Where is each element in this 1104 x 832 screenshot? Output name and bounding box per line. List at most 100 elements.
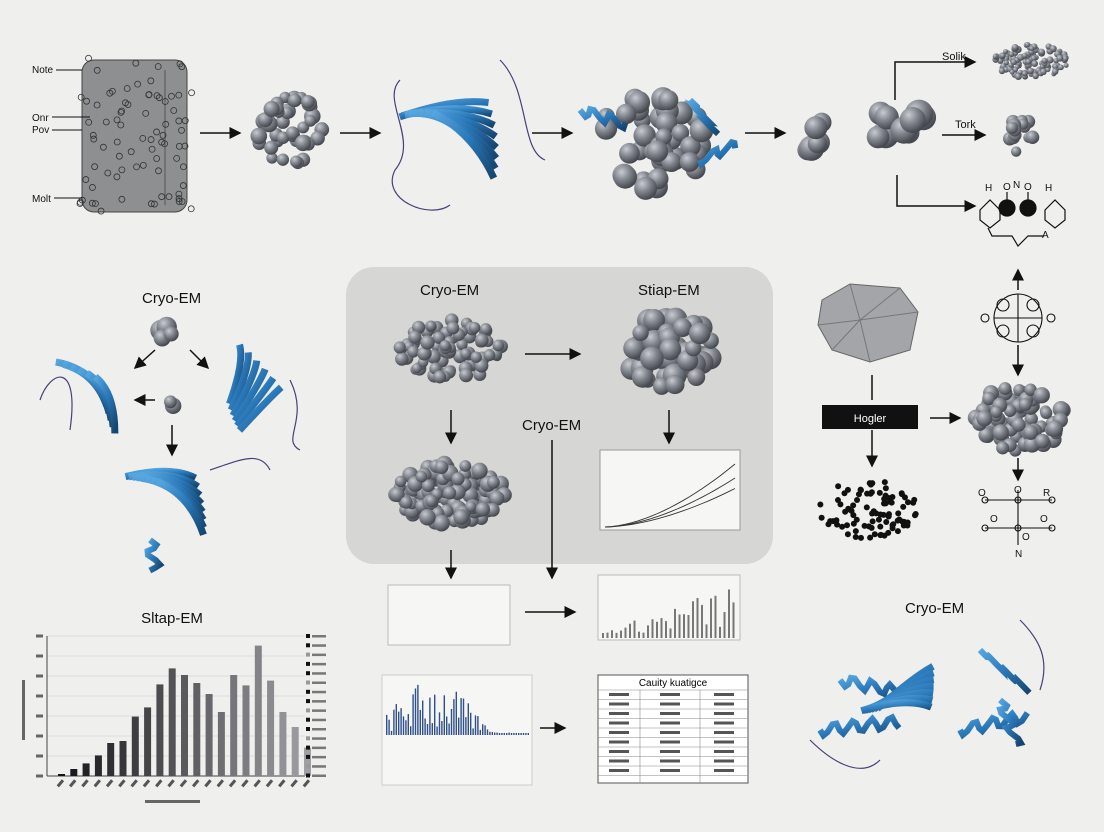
dot: [835, 483, 842, 490]
vesicle: [159, 131, 167, 139]
dot: [850, 502, 857, 509]
legend-label: [312, 728, 326, 731]
table-cell: [714, 712, 734, 715]
dot: [894, 517, 901, 524]
sphere: [301, 94, 315, 109]
inset-bar: [470, 712, 472, 735]
vesicle: [148, 145, 156, 153]
vesicle: [93, 101, 101, 109]
right-bottom-title: Cryo-EM: [905, 600, 964, 617]
bottom-right-structure: [981, 490, 1056, 545]
table-cell: [714, 693, 734, 696]
inset-bar: [417, 684, 419, 735]
sphere: [1063, 62, 1069, 68]
vesicle: [165, 193, 173, 201]
sphere: [468, 321, 481, 334]
sphere: [451, 472, 465, 486]
inset-bar: [429, 697, 431, 735]
label-note: Note: [32, 65, 54, 76]
x-tick-label: [155, 779, 163, 788]
vesicle: [83, 97, 90, 105]
x-tick-label: [68, 779, 77, 788]
sphere: [1045, 67, 1051, 73]
inset-bar: [407, 714, 409, 735]
legend-swatch: [306, 671, 310, 676]
sphere: [671, 124, 690, 142]
svg-text:H: H: [1045, 183, 1052, 194]
inset-bar: [503, 733, 505, 735]
inset-bar: [491, 732, 493, 735]
sphere: [1018, 69, 1023, 75]
sphere: [264, 140, 279, 155]
inset-bar: [656, 621, 658, 638]
sphere: [432, 331, 445, 344]
sphere: [1056, 55, 1064, 62]
dot: [818, 514, 825, 521]
svg-text:N: N: [1013, 180, 1020, 191]
sphere: [998, 67, 1006, 75]
inset-bar: [678, 614, 681, 638]
inset-bar: [472, 728, 474, 735]
sphere: [655, 112, 678, 134]
vesicle: [178, 126, 185, 134]
vesicle: [176, 60, 184, 68]
legend-label: [312, 746, 326, 750]
beta-strand: [231, 367, 269, 423]
table-cell: [714, 750, 734, 753]
sphere: [479, 323, 492, 336]
sphere: [1024, 383, 1037, 396]
inset-bar: [441, 721, 443, 735]
sphere: [395, 352, 409, 366]
x-tick-label: [179, 779, 188, 788]
inset-bar: [398, 711, 400, 735]
alpha-helix: [977, 647, 1032, 695]
dot: [881, 479, 888, 486]
dot: [883, 519, 890, 526]
inset-bar: [510, 733, 513, 735]
dot: [894, 528, 901, 535]
legend-swatch: [306, 745, 310, 750]
sphere: [685, 340, 702, 357]
legend-swatch: [306, 727, 310, 731]
label-tork: Tork: [955, 119, 976, 131]
table-cell: [714, 769, 734, 772]
vesicle: [78, 196, 86, 204]
sphere: [1003, 49, 1009, 55]
inset-bar: [484, 725, 486, 735]
legend-swatch: [306, 643, 310, 648]
sphere: [1011, 417, 1026, 432]
legend-label: [312, 672, 326, 675]
inset-bar: [426, 724, 429, 735]
sphere: [1058, 64, 1064, 71]
dot: [900, 503, 907, 510]
inset-bar: [683, 614, 685, 638]
inset-bar: [638, 631, 640, 638]
legend-label: [312, 690, 326, 694]
x-tick-label: [142, 779, 151, 788]
inset-bar: [496, 732, 498, 735]
inset-bar: [434, 694, 436, 735]
panel-title-right: Stiap-EM: [638, 282, 700, 299]
y-tick-label: [36, 674, 43, 678]
sphere: [1030, 55, 1037, 62]
inset-bar: [674, 608, 676, 638]
vesicle: [106, 89, 114, 97]
svg-text:N: N: [1015, 549, 1022, 560]
vesicle: [90, 135, 98, 143]
sphere: [1021, 52, 1028, 59]
sphere: [443, 486, 457, 500]
table-cell: [609, 693, 629, 696]
sphere: [285, 126, 300, 140]
dot: [834, 497, 841, 504]
hogler-box: Hogler: [822, 405, 918, 429]
sphere: [992, 54, 998, 59]
sphere: [992, 424, 1009, 441]
vesicle: [175, 91, 183, 99]
table-cell: [660, 769, 680, 772]
dot: [852, 528, 859, 535]
sphere: [646, 140, 669, 163]
sphere: [465, 501, 477, 513]
table-cell: [660, 759, 680, 763]
vesicle: [117, 108, 125, 116]
sphere: [446, 321, 460, 335]
